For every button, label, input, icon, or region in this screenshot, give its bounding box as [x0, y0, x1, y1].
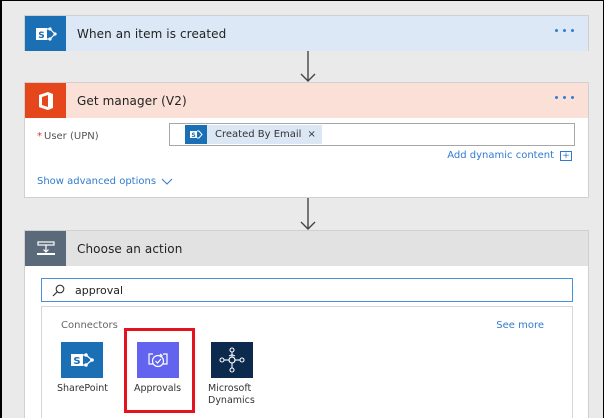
approvals-highlight-box	[124, 328, 195, 413]
approvals-icon	[137, 342, 179, 378]
connector-label: SharePoint	[57, 383, 109, 394]
connector-label: Microsoft Dynamics	[208, 383, 271, 407]
connector-approvals[interactable]: Approvals	[134, 342, 197, 395]
user-upn-input[interactable]: S Created By Email ×	[169, 123, 575, 146]
trigger-card-header[interactable]: S When an item is created	[25, 16, 588, 51]
svg-text:S: S	[191, 132, 195, 139]
remove-token-icon[interactable]: ×	[307, 129, 316, 140]
connector-label: Approvals	[134, 383, 182, 394]
add-icon: +	[560, 150, 572, 161]
connector-arrow-icon	[300, 198, 316, 231]
user-upn-label-text: User (UPN)	[44, 131, 99, 142]
search-icon	[52, 284, 65, 296]
connector-sharepoint[interactable]: S SharePoint	[57, 342, 121, 395]
choose-action-title: Choose an action	[77, 241, 183, 256]
choose-action-icon	[25, 231, 66, 266]
get-manager-card[interactable]: Get manager (V2) *User (UPN) S Created B…	[24, 82, 589, 198]
see-more-link[interactable]: See more	[496, 320, 544, 331]
connector-arrow-icon	[300, 51, 316, 83]
more-dots-icon[interactable]	[555, 29, 574, 32]
connector-microsoft-dynamics[interactable]: Microsoft Dynamics	[208, 342, 271, 407]
add-dynamic-content-link[interactable]: Add dynamic content +	[447, 150, 572, 161]
dynamic-token-created-by-email[interactable]: S Created By Email ×	[185, 125, 322, 144]
add-dynamic-content-label: Add dynamic content	[447, 150, 554, 161]
connector-label-line2: Dynamics	[208, 395, 255, 406]
svg-text:S: S	[38, 31, 44, 41]
show-advanced-options-label: Show advanced options	[37, 176, 157, 187]
action-search-box[interactable]	[41, 278, 573, 302]
user-upn-label: *User (UPN)	[37, 131, 99, 142]
connectors-heading: Connectors	[61, 320, 118, 331]
choose-action-card-header: Choose an action	[25, 231, 588, 266]
get-manager-title: Get manager (V2)	[77, 93, 187, 108]
show-advanced-options-link[interactable]: Show advanced options	[37, 176, 173, 187]
get-manager-body: *User (UPN) S Created By Email × A	[25, 118, 588, 197]
sharepoint-icon: S	[25, 16, 66, 51]
choose-action-card[interactable]: Choose an action Connectors See more S	[24, 230, 589, 418]
office365-icon	[25, 83, 66, 118]
more-dots-icon[interactable]	[555, 96, 574, 99]
get-manager-card-header[interactable]: Get manager (V2)	[25, 83, 588, 118]
trigger-card[interactable]: S When an item is created	[24, 15, 589, 51]
token-label: Created By Email	[215, 129, 302, 140]
svg-text:S: S	[73, 356, 80, 367]
trigger-title: When an item is created	[77, 26, 227, 41]
connectors-panel: Connectors See more S SharePoint	[41, 306, 573, 418]
sharepoint-icon: S	[61, 342, 103, 378]
required-marker: *	[37, 131, 42, 142]
sharepoint-icon: S	[185, 125, 207, 144]
chevron-down-icon	[161, 178, 173, 185]
action-search-input[interactable]	[75, 283, 555, 297]
dynamics-icon	[211, 342, 253, 378]
connector-label-line1: Microsoft	[208, 383, 252, 394]
